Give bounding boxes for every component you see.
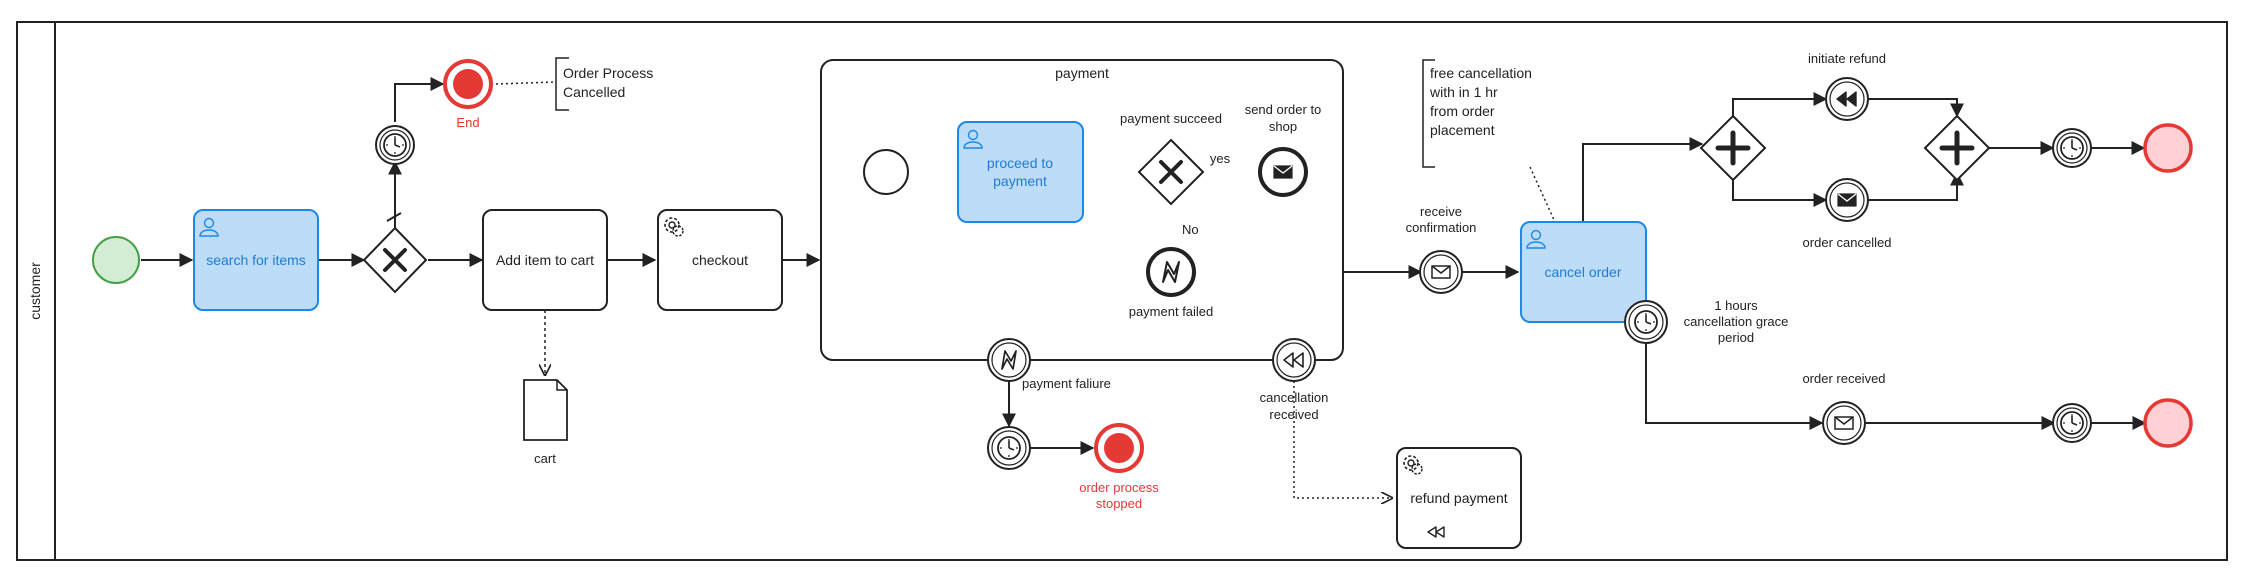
rewind-icon: [1283, 352, 1304, 368]
svg-text:order cancelled: order cancelled: [1803, 235, 1892, 250]
clock-icon: [2060, 411, 2084, 435]
svg-text:proceed to: proceed to: [987, 155, 1053, 171]
clock-icon: [2060, 136, 2084, 160]
message-end-event-send-order[interactable]: [1258, 147, 1308, 197]
subprocess-start-event[interactable]: [863, 149, 909, 195]
boundary-error-label: payment faliure: [1022, 376, 1111, 391]
svg-text:receive: receive: [1420, 204, 1462, 219]
timer-event-before-end[interactable]: [375, 125, 415, 165]
boundary-timer-grace-period[interactable]: [1624, 300, 1668, 344]
lightning-icon: [1162, 261, 1180, 283]
svg-text:cancellation: cancellation: [1260, 390, 1329, 405]
svg-text:placement: placement: [1430, 122, 1495, 138]
task-search-for-items[interactable]: search for items: [193, 209, 319, 311]
svg-text:stopped: stopped: [1096, 496, 1142, 511]
annotation-order-process-cancelled: Order Process Cancelled: [555, 57, 653, 111]
timer-event-after-failure[interactable]: [987, 426, 1031, 470]
task-refund-payment[interactable]: refund payment: [1396, 447, 1522, 549]
task-add-cart-label: Add item to cart: [496, 252, 594, 268]
envelope-icon: [1834, 416, 1854, 430]
svg-text:initiate refund: initiate refund: [1808, 51, 1886, 66]
gateway-payment-label: payment succeed: [1120, 111, 1222, 126]
flow-label-yes: yes: [1210, 151, 1231, 166]
svg-text:1 hours: 1 hours: [1714, 298, 1758, 313]
envelope-icon: [1837, 193, 1857, 207]
task-proceed-to-payment[interactable]: proceed to payment: [957, 121, 1084, 223]
message-catch-receive-confirmation[interactable]: [1419, 250, 1463, 294]
boundary-error-event[interactable]: [987, 338, 1031, 382]
boundary-compensation-event[interactable]: [1272, 338, 1316, 382]
clock-icon: [1634, 310, 1658, 334]
svg-text:send order to: send order to: [1245, 102, 1322, 117]
message-throw-order-cancelled[interactable]: [1825, 178, 1869, 222]
exclusive-gateway-payment[interactable]: [1137, 138, 1205, 206]
end-event-completed[interactable]: [2143, 398, 2193, 448]
task-add-item-to-cart[interactable]: Add item to cart: [482, 209, 608, 311]
end-event-process-cancelled[interactable]: [443, 59, 493, 109]
svg-text:Order Process: Order Process: [563, 65, 653, 81]
svg-text:order process: order process: [1079, 480, 1159, 495]
compensation-marker-icon: [1427, 526, 1445, 538]
data-object-cart-label: cart: [534, 451, 556, 466]
subprocess-payment[interactable]: payment proceed to payment payment succe…: [820, 59, 1344, 361]
parallel-gateway-split[interactable]: [1699, 114, 1767, 182]
svg-text:payment: payment: [993, 173, 1047, 189]
svg-text:shop: shop: [1269, 119, 1297, 134]
svg-text:free cancellation: free cancellation: [1430, 65, 1532, 81]
associations: [495, 81, 1556, 498]
svg-text:payment failed: payment failed: [1129, 304, 1214, 319]
parallel-gateway-join[interactable]: [1923, 114, 1991, 182]
timer-event-top-branch[interactable]: [2052, 128, 2092, 168]
svg-text:order received: order received: [1802, 371, 1885, 386]
task-cancel-order[interactable]: cancel order: [1520, 221, 1647, 323]
start-event[interactable]: [92, 236, 140, 284]
annotation-free-cancellation: free cancellation with in 1 hr from orde…: [1422, 59, 1532, 168]
task-cancel-label: cancel order: [1544, 264, 1621, 280]
task-checkout[interactable]: checkout: [657, 209, 783, 311]
data-object-cart[interactable]: [523, 379, 568, 441]
svg-text:received: received: [1269, 407, 1318, 422]
svg-text:period: period: [1718, 330, 1754, 345]
svg-text:with in 1 hr: with in 1 hr: [1429, 84, 1498, 100]
envelope-icon: [1431, 265, 1451, 279]
message-catch-order-received[interactable]: [1822, 401, 1866, 445]
compensation-throw-initiate-refund[interactable]: [1825, 77, 1869, 121]
error-end-event-payment-failed[interactable]: [1146, 247, 1196, 297]
task-refund-label: refund payment: [1410, 490, 1507, 506]
timer-event-bottom-branch[interactable]: [2052, 403, 2092, 443]
sequence-flows: [141, 77, 2147, 455]
subprocess-title: payment: [1055, 65, 1109, 81]
end-event-order-stopped[interactable]: [1094, 423, 1144, 473]
svg-text:Cancelled: Cancelled: [563, 84, 625, 100]
envelope-icon: [1273, 165, 1293, 179]
flow-label-no: No: [1182, 222, 1199, 237]
svg-text:from order: from order: [1430, 103, 1495, 119]
exclusive-gateway-1[interactable]: [362, 226, 428, 294]
lightning-icon: [1001, 350, 1017, 370]
task-search-label: search for items: [206, 252, 306, 268]
end-event-label: End: [456, 115, 479, 130]
clock-icon: [997, 436, 1021, 460]
clock-icon: [383, 133, 407, 157]
svg-text:confirmation: confirmation: [1406, 220, 1477, 235]
lane-label: customer: [27, 262, 43, 320]
end-event-cancelled[interactable]: [2143, 123, 2193, 173]
svg-text:cancellation grace: cancellation grace: [1684, 314, 1789, 329]
task-checkout-label: checkout: [692, 252, 748, 268]
rewind-icon: [1836, 91, 1857, 107]
